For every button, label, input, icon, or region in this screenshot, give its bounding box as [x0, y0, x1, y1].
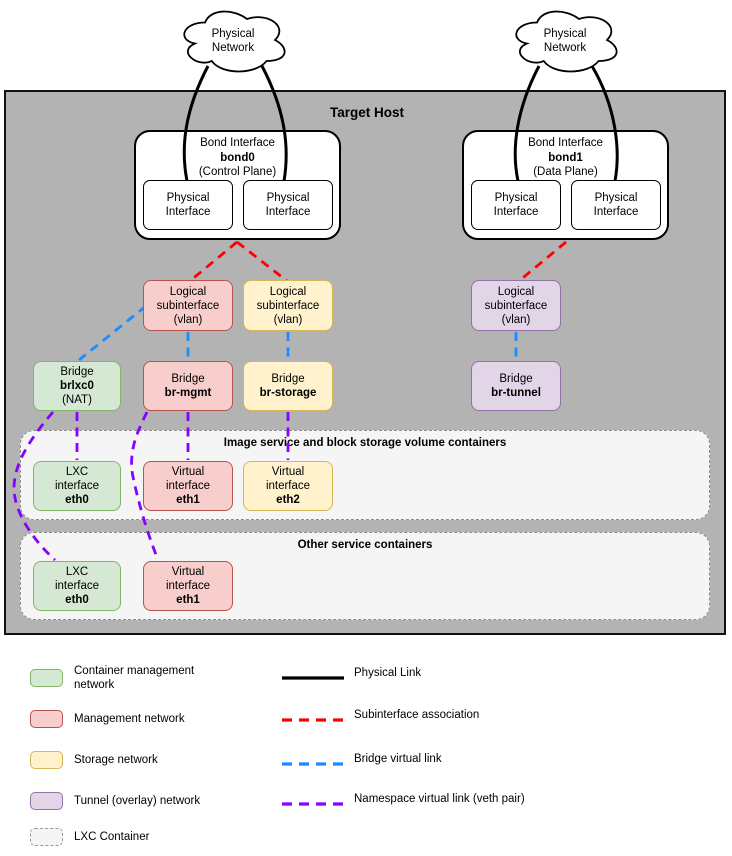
legend-label: Namespace virtual link (veth pair)	[354, 793, 525, 805]
virtual-interface-eth2: Virtual interface eth2	[243, 461, 333, 511]
legend-label: Subinterface association	[354, 709, 480, 721]
target-host-title: Target Host	[329, 105, 404, 120]
legend-label: Tunnel (overlay) network	[74, 795, 201, 807]
node-line: interface	[54, 480, 100, 492]
bridge-br-storage: Bridge br-storage	[243, 361, 333, 411]
bridge-name: brlxc0	[60, 380, 94, 392]
interface-name: eth1	[176, 594, 200, 606]
node-line: (vlan)	[501, 313, 531, 326]
legend-swatch-management	[30, 710, 63, 728]
node-line: (vlan)	[173, 313, 203, 326]
bridge-br-mgmt: Bridge br-mgmt	[143, 361, 233, 411]
physical-interface-box: Physical Interface	[471, 180, 561, 230]
bond-plane: (Data Plane)	[533, 166, 598, 178]
node-line: interface	[265, 480, 311, 492]
lxc-container-image-block-storage: Image service and block storage volume c…	[20, 430, 710, 520]
bridge-br-tunnel: Bridge br-tunnel	[471, 361, 561, 411]
bond-line: Bond Interface	[528, 137, 603, 149]
interface-name: eth0	[65, 494, 89, 506]
legend-label: Container management network	[74, 665, 195, 691]
legend-swatch-container-management	[30, 669, 63, 687]
logical-subinterface-mgmt: Logical subinterface (vlan)	[143, 280, 233, 331]
logical-subinterface-storage: Logical subinterface (vlan)	[243, 280, 333, 331]
legend-line-namespace-virtual	[282, 795, 344, 813]
bridge-brlxc0: Bridge brlxc0 (NAT)	[33, 361, 121, 411]
virtual-interface-eth1: Virtual interface eth1	[143, 561, 233, 611]
lxc-interface-eth0: LXC interface eth0	[33, 561, 121, 611]
node-line: Logical	[497, 285, 535, 298]
node-line: Virtual	[271, 466, 305, 478]
node-line: subinterface	[256, 299, 320, 312]
node-line: Bridge	[499, 373, 533, 385]
interface-name: eth0	[65, 594, 89, 606]
physical-interface-box: Physical Interface	[571, 180, 661, 230]
container-title: Image service and block storage volume c…	[223, 437, 507, 449]
node-line: LXC	[65, 566, 89, 578]
node-line: Virtual	[171, 566, 205, 578]
legend-line-subinterface	[282, 711, 344, 729]
legend-line-physical	[282, 669, 344, 687]
bridge-name: br-mgmt	[164, 387, 212, 399]
node-line: LXC	[65, 466, 89, 478]
legend-swatch-storage	[30, 751, 63, 769]
bond-name: bond1	[548, 151, 583, 164]
node-line: (NAT)	[62, 394, 92, 406]
virtual-interface-eth1: Virtual interface eth1	[143, 461, 233, 511]
node-line: (vlan)	[273, 313, 303, 326]
bridge-name: br-storage	[259, 387, 317, 399]
physical-interface-box: Physical Interface	[243, 180, 333, 230]
legend-label: Physical Link	[354, 667, 422, 679]
bridge-name: br-tunnel	[491, 387, 541, 399]
logical-subinterface-tunnel: Logical subinterface (vlan)	[471, 280, 561, 331]
node-line: Logical	[169, 285, 207, 298]
legend-swatch-lxc-container	[30, 828, 63, 846]
node-line: Virtual	[171, 466, 205, 478]
node-line: interface	[165, 580, 211, 592]
bond-line: Bond Interface	[200, 137, 275, 149]
node-line: Bridge	[171, 373, 205, 385]
legend-label: LXC Container	[74, 831, 150, 843]
interface-name: eth1	[176, 494, 200, 506]
node-line: interface	[54, 580, 100, 592]
lxc-container-other-services: Other service containers	[20, 532, 710, 620]
lxc-interface-eth0: LXC interface eth0	[33, 461, 121, 511]
node-line: subinterface	[484, 299, 548, 312]
bond-plane: (Control Plane)	[198, 166, 277, 178]
bond-name: bond0	[220, 151, 255, 164]
node-line: Bridge	[271, 373, 305, 385]
physical-interface-box: Physical Interface	[143, 180, 233, 230]
node-line: subinterface	[156, 299, 220, 312]
physical-network-cloud-label: Physical Network	[211, 28, 255, 54]
node-line: Bridge	[60, 366, 94, 378]
node-line: interface	[165, 480, 211, 492]
container-title: Other service containers	[297, 539, 433, 551]
legend-line-bridge-virtual	[282, 755, 344, 773]
physical-network-cloud-label: Physical Network	[543, 28, 587, 54]
legend-swatch-tunnel	[30, 792, 63, 810]
node-line: Logical	[269, 285, 307, 298]
interface-name: eth2	[276, 494, 300, 506]
legend-label: Bridge virtual link	[354, 753, 442, 765]
legend-label: Management network	[74, 713, 185, 725]
legend-label: Storage network	[74, 754, 158, 766]
